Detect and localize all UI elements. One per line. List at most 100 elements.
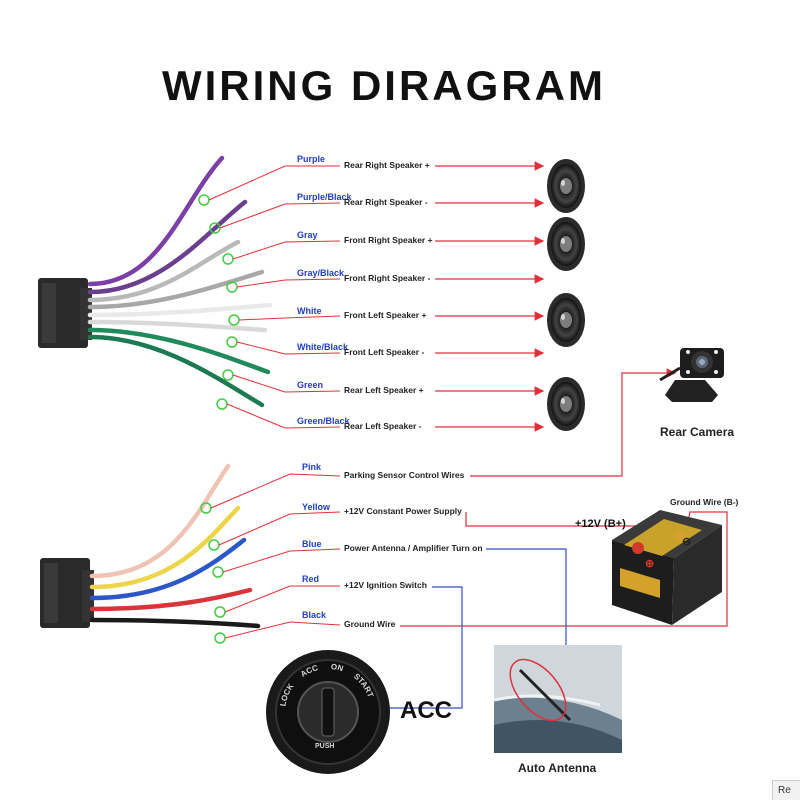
label-leader-line (284, 240, 341, 243)
wire-marker (212, 566, 224, 578)
power-wire (89, 505, 241, 590)
label-leader-line (222, 548, 341, 573)
wire-color-label: Black (302, 610, 327, 620)
wire-marker (208, 539, 220, 551)
ignition-wire-route (376, 586, 463, 713)
label-leader-line (218, 511, 341, 546)
label-leader-line (284, 202, 341, 205)
wire-marker (216, 398, 228, 410)
speaker-icon (547, 293, 585, 347)
wire-function-label: Rear Left Speaker - (344, 421, 422, 431)
rear-camera (659, 348, 724, 402)
wire-color-label: Green/Black (297, 416, 351, 426)
acc-label: ACC (400, 697, 452, 724)
ignition-on-marking: ON (330, 662, 344, 673)
wire-color-label: White (297, 306, 322, 316)
power-wire (89, 537, 247, 601)
speaker-wire (87, 319, 268, 333)
camera-wire-route (470, 368, 677, 477)
svg-text:⊖: ⊖ (682, 536, 691, 548)
label-leader-line (210, 473, 341, 509)
label-leader-line (284, 390, 341, 393)
wire-function-label: Rear Left Speaker + (344, 385, 424, 395)
wire-color-label: Green (297, 380, 323, 390)
negative-terminal-icon (674, 531, 686, 543)
wire-color-label: White/Black (297, 342, 349, 352)
svg-text:ON: ON (330, 662, 344, 673)
wire-color-label: Red (302, 574, 319, 584)
speaker-group (547, 159, 585, 431)
battery-positive-label: +12V (B+) (575, 518, 626, 530)
wire-color-label: Gray (297, 230, 318, 240)
label-leader-line (219, 203, 286, 229)
label-leader-line (208, 165, 286, 201)
wire-marker (228, 314, 240, 326)
antenna-wire-route (486, 548, 571, 692)
auto-antenna-label: Auto Antenna (518, 761, 597, 775)
wire-marker (226, 336, 238, 348)
label-leader-line (284, 315, 341, 319)
label-leader-line (224, 585, 340, 613)
wire-function-label: Front Right Speaker + (344, 235, 433, 245)
power-harness-connector (40, 558, 94, 628)
corner-tab[interactable]: Re (772, 780, 800, 800)
wire-function-label: Rear Right Speaker - (344, 197, 428, 207)
wire-marker (222, 369, 234, 381)
label-leader-line (284, 426, 341, 429)
speaker-icon (547, 159, 585, 213)
wire-color-label: Purple (297, 154, 325, 164)
label-leader-line (238, 317, 286, 321)
wire-function-label: Ground Wire (344, 619, 396, 629)
wire-marker (198, 194, 210, 206)
label-leader-line (284, 278, 341, 281)
wire-function-label: Front Right Speaker - (344, 273, 431, 283)
wire-color-label: Pink (302, 462, 322, 472)
label-leader-line (224, 621, 341, 639)
label-leader-line (232, 374, 286, 393)
wire-color-label: Blue (302, 539, 322, 549)
label-leader-line (236, 279, 286, 288)
svg-text:⊕: ⊕ (645, 558, 654, 570)
wire-color-label: Yellow (302, 502, 331, 512)
speaker-harness-connector (38, 278, 92, 348)
page-title: WIRING DIRAGRAM (162, 62, 606, 109)
wire-function-label: Front Left Speaker + (344, 310, 426, 320)
speaker-wire (87, 327, 271, 375)
wire-marker (214, 606, 226, 618)
power-wire (89, 617, 261, 629)
speaker-icon (547, 377, 585, 431)
power-wire (89, 463, 231, 579)
speaker-wire (87, 199, 248, 295)
wire-function-label: +12V Ignition Switch (344, 580, 427, 590)
speaker-wire (87, 334, 265, 408)
wire-bundle (87, 155, 273, 644)
speaker-wire (87, 239, 241, 303)
wire-function-label: Power Antenna / Amplifier Turn on (344, 543, 483, 553)
wire-color-label: Gray/Black (297, 268, 345, 278)
speaker-wire (87, 269, 265, 310)
wire-function-label: Front Left Speaker - (344, 347, 424, 357)
wire-function-label: Parking Sensor Control Wires (344, 470, 465, 480)
wire-marker (214, 632, 226, 644)
rear-camera-label: Rear Camera (660, 425, 734, 439)
wire-marker (222, 253, 234, 265)
wire-color-label: Purple/Black (297, 192, 353, 202)
label-arrows (208, 161, 728, 713)
speaker-icon (547, 217, 585, 271)
ignition-switch: LOCK ACC ON START PUSH (266, 650, 390, 774)
positive-terminal-icon (632, 542, 644, 554)
label-leader-line (236, 341, 286, 355)
ignition-push-marking: PUSH (315, 743, 334, 750)
label-leader-line (284, 352, 341, 355)
power-wire (89, 587, 253, 612)
auto-antenna-photo (493, 645, 622, 753)
wire-function-label: Rear Right Speaker + (344, 160, 430, 170)
label-leader-line (226, 403, 286, 429)
speaker-wire (87, 302, 273, 318)
wire-function-label: +12V Constant Power Supply (344, 506, 462, 516)
ground-wire-label: Ground Wire (B-) (670, 497, 739, 507)
label-leader-line (232, 241, 286, 260)
speaker-wire (87, 155, 225, 287)
